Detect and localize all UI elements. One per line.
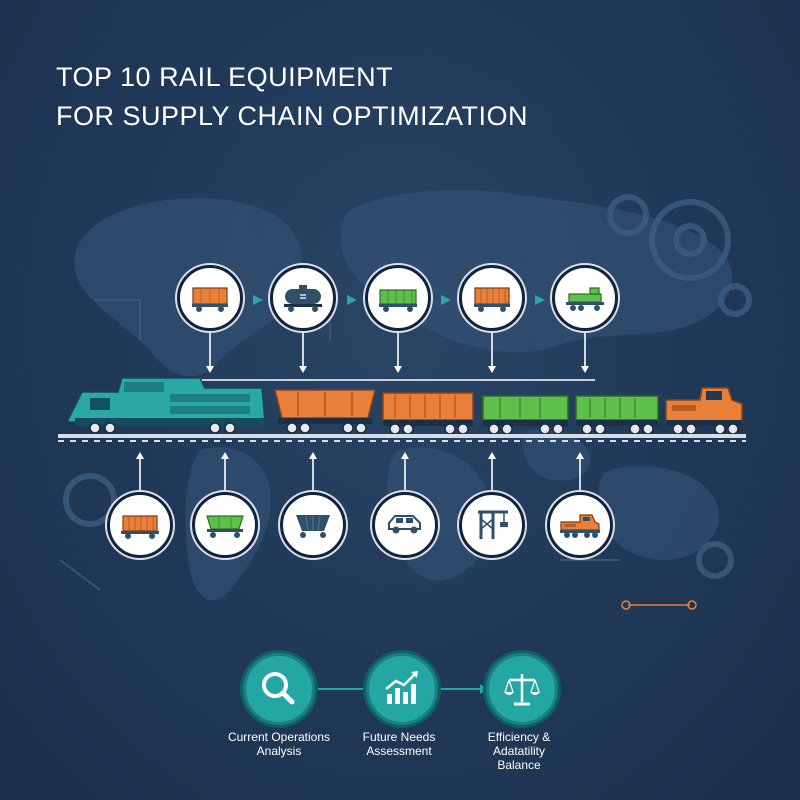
- stage-label-line: Assessment: [366, 744, 432, 758]
- equipment-circle-locomotive[interactable]: [547, 492, 613, 558]
- flatcar-icon: [566, 287, 604, 311]
- green-gondola-car: [482, 395, 569, 426]
- stage-current-operations[interactable]: [243, 653, 315, 725]
- stage-label-line: Adatatility: [492, 744, 546, 758]
- orange-connector: [621, 600, 697, 610]
- train: [67, 377, 743, 435]
- gear-decoration: [63, 194, 752, 579]
- green-boxcar: [575, 395, 659, 426]
- gondola-car-icon: [379, 289, 417, 312]
- magnifier-icon: [262, 672, 295, 705]
- balance-scale-icon: [504, 674, 540, 706]
- stage-label-current-operations: Current Operations Analysis: [199, 730, 359, 758]
- equipment-circle-boxcar-1[interactable]: [177, 265, 243, 331]
- rail-track: [58, 434, 746, 442]
- equipment-circle-gondola-car[interactable]: [365, 265, 431, 331]
- stage-label-line: Analysis: [256, 744, 302, 758]
- top-arrows: [253, 295, 545, 305]
- equipment-circle-container-car[interactable]: [107, 492, 173, 558]
- equipment-circle-boxcar-2[interactable]: [459, 265, 525, 331]
- stage-label-line: Efficiency &: [487, 730, 551, 744]
- stage-label-line: Future Needs: [362, 730, 436, 744]
- teal-locomotive: [67, 377, 266, 426]
- stage-label-future-needs: Future Needs Assessment: [319, 730, 479, 758]
- stage-label-line: Current Operations: [227, 730, 331, 744]
- stage-future-needs[interactable]: [366, 653, 438, 725]
- covered-hopper-icon: [296, 515, 330, 538]
- gantry-crane-icon: [478, 510, 508, 539]
- autorack-car-icon: [388, 515, 421, 534]
- equipment-circle-covered-hopper[interactable]: [280, 492, 346, 558]
- equipment-circle-gantry-crane[interactable]: [459, 492, 525, 558]
- tank-car-icon: [284, 285, 322, 312]
- boxcar-icon: [192, 287, 228, 312]
- equipment-circle-flatcar[interactable]: [552, 265, 618, 331]
- equipment-circle-autorack-car[interactable]: [372, 492, 438, 558]
- stage-label-efficiency-balance: Efficiency & Adatatility Balance: [439, 730, 599, 772]
- orange-hopper-car: [274, 389, 376, 424]
- title-line-1: TOP 10 RAIL EQUIPMENT: [56, 62, 394, 92]
- equipment-circle-hopper-car[interactable]: [192, 492, 258, 558]
- stage-label-line: Balance: [497, 758, 541, 772]
- locomotive-icon: [560, 514, 600, 538]
- orange-locomotive: [665, 387, 743, 426]
- orange-boxcar: [382, 392, 474, 426]
- equipment-circle-tank-car[interactable]: [270, 265, 336, 331]
- hopper-car-icon: [206, 515, 244, 538]
- title-line-2: FOR SUPPLY CHAIN OPTIMIZATION: [56, 101, 529, 131]
- container-car-icon: [121, 515, 159, 539]
- boxcar-icon: [474, 287, 510, 312]
- growth-chart-icon: [385, 671, 418, 704]
- top-down-arrows: [192, 333, 595, 381]
- stage-efficiency-balance[interactable]: [486, 653, 558, 725]
- bottom-up-arrows: [136, 452, 584, 490]
